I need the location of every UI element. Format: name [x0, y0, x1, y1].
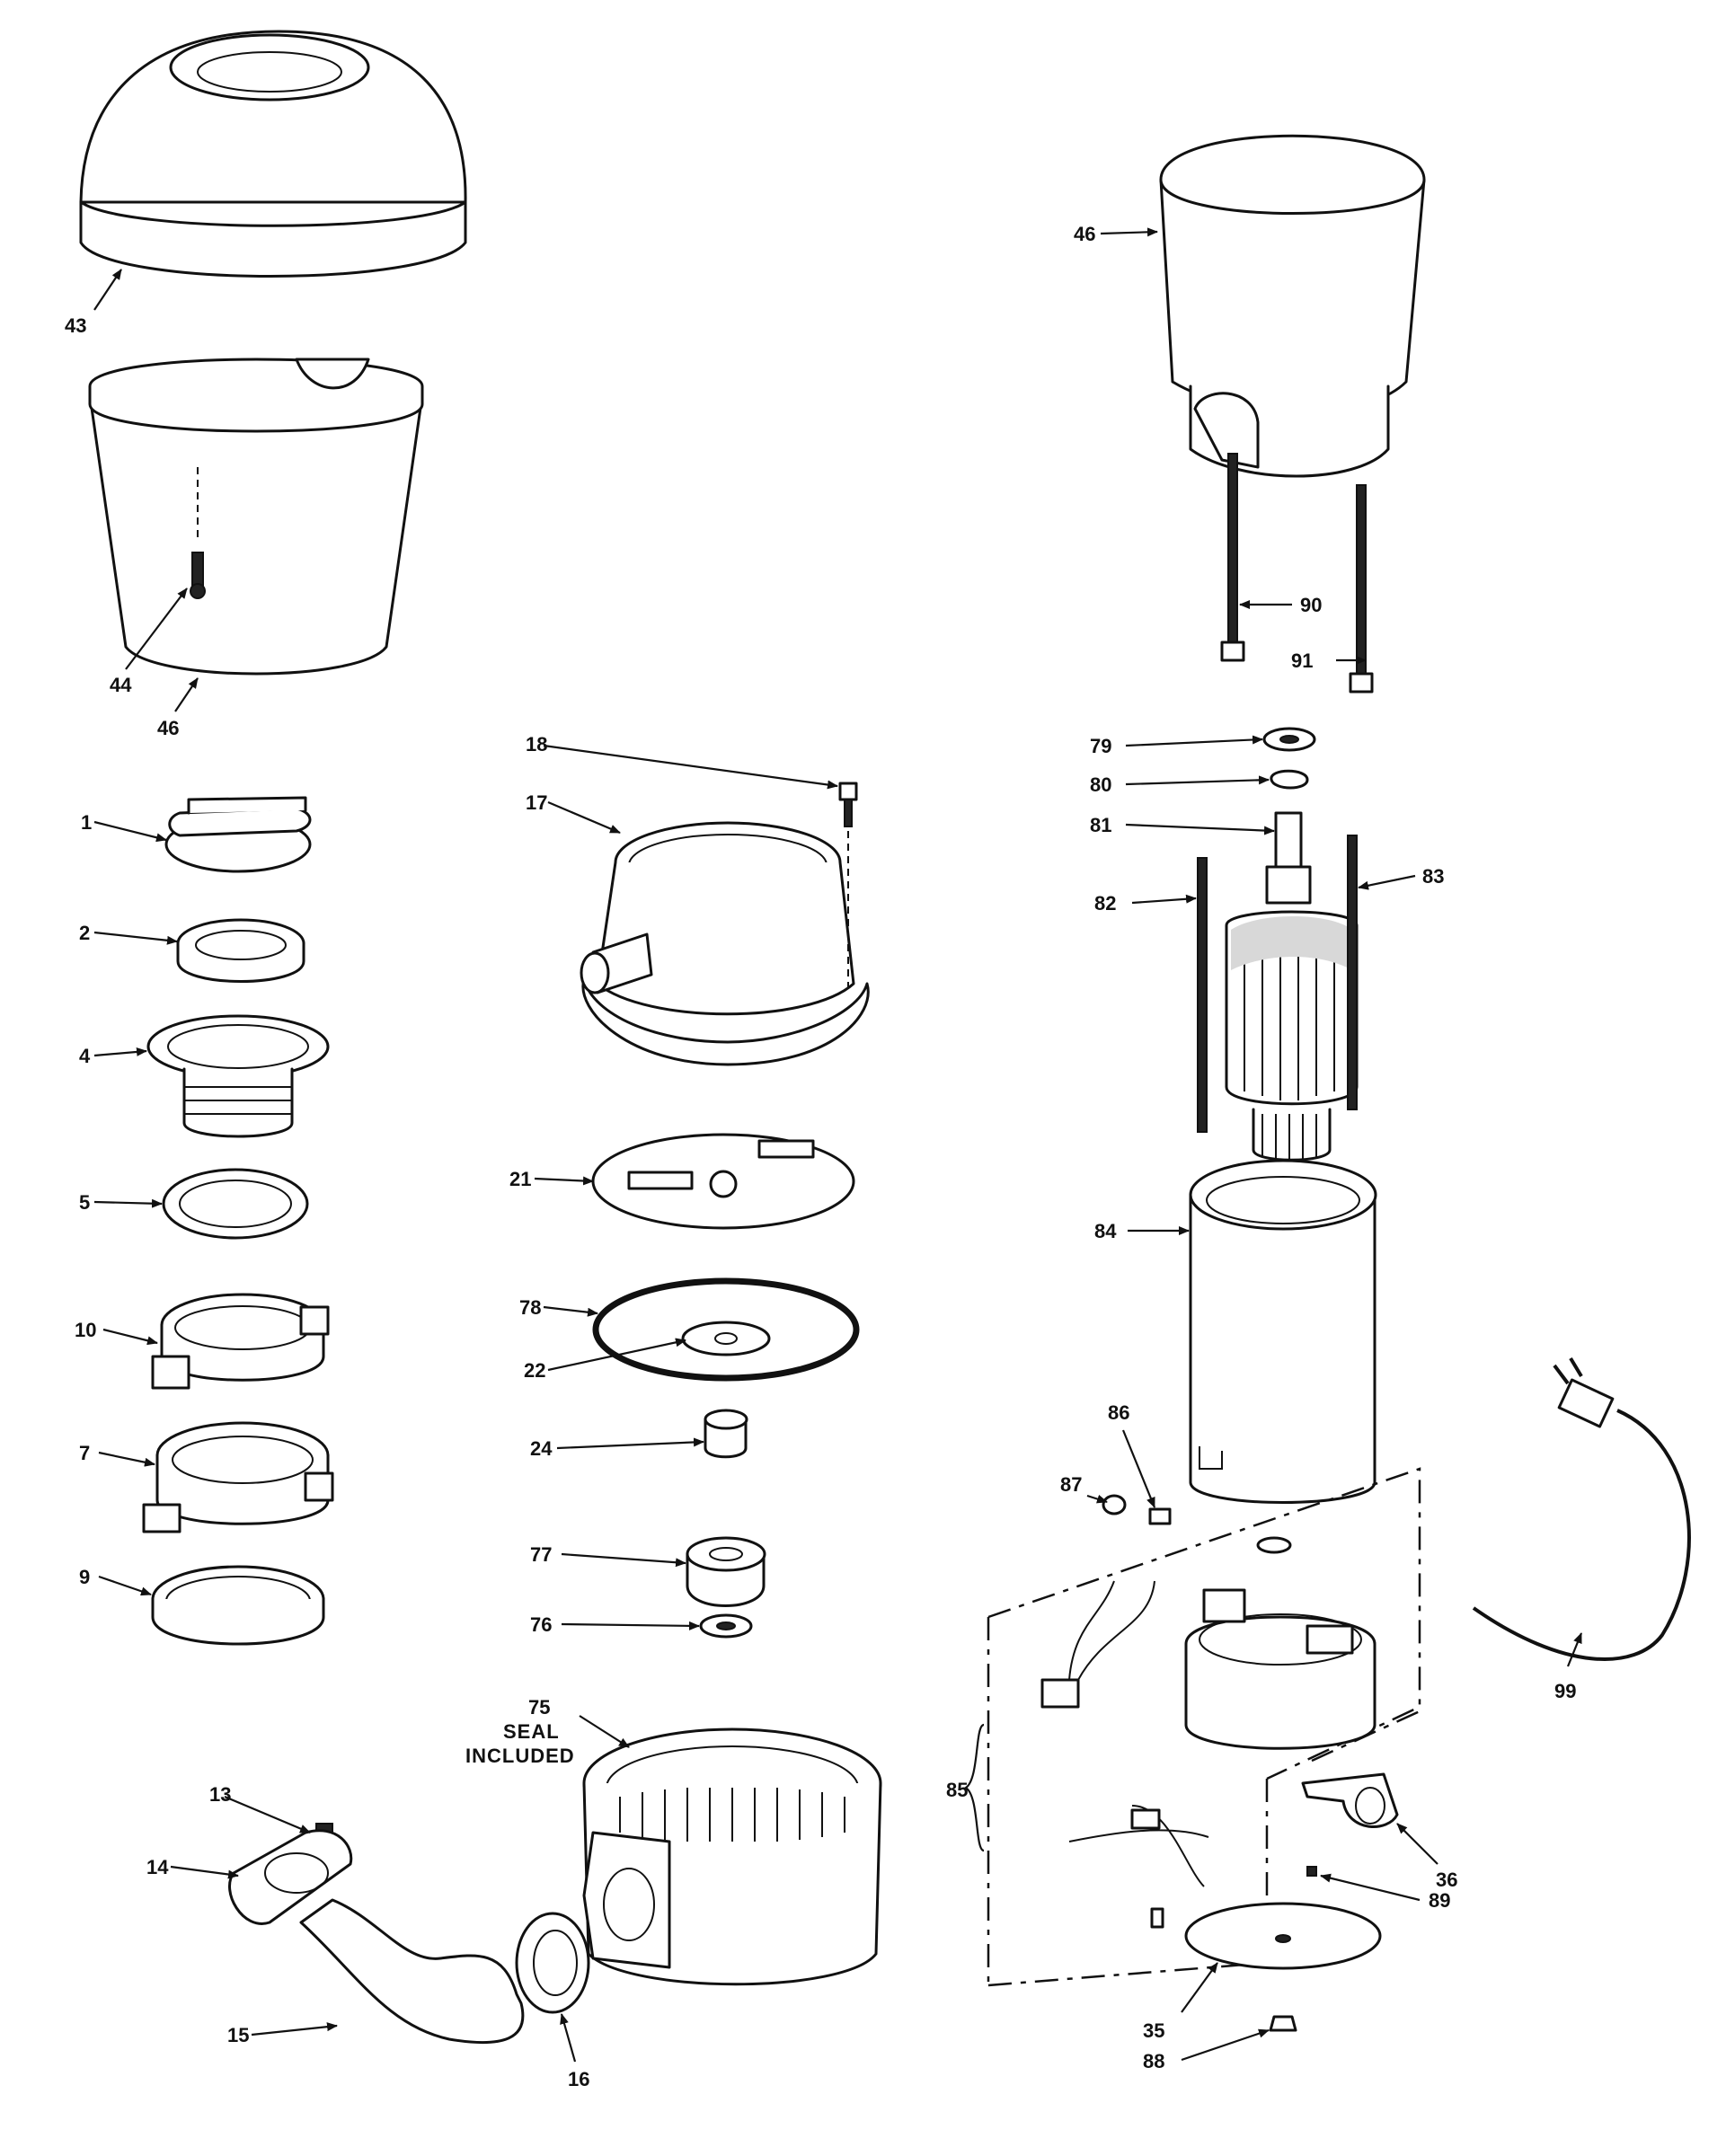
part-14-flange: [228, 1829, 353, 1925]
part-43-cover: [79, 30, 467, 278]
label-89: 89: [1429, 1889, 1450, 1912]
part-83-rod: [1347, 835, 1358, 1110]
part-36-bracket: [1301, 1772, 1399, 1828]
part-16-gasket: [515, 1912, 590, 2014]
part-24-sleeve: [704, 1409, 748, 1459]
part-87-nut: [1102, 1494, 1127, 1515]
part-10-mounting-ring: [151, 1293, 330, 1390]
label-76: 76: [530, 1613, 552, 1636]
label-15: 15: [227, 2024, 249, 2046]
part-99-power-cord: [1472, 1356, 1691, 1662]
label-44: 44: [110, 674, 132, 696]
label-35: 35: [1143, 2019, 1164, 2042]
label-16: 16: [568, 2068, 589, 2090]
part-15-discharge-tube: [299, 1898, 525, 2045]
label-36: 36: [1436, 1869, 1457, 1891]
label-99: 99: [1554, 1680, 1576, 1702]
label-17: 17: [526, 791, 547, 814]
label-46-right: 46: [1074, 223, 1095, 245]
label-84: 84: [1094, 1220, 1117, 1242]
part-85-switch-assembly: [987, 1467, 1421, 1987]
label-75: 75: [528, 1696, 550, 1719]
label-83: 83: [1422, 865, 1444, 888]
part-78-ring-seal: [592, 1277, 860, 1382]
leader-lines: [93, 227, 1583, 2063]
part-22-washer: [681, 1321, 771, 1356]
part-46-shell-right: [1159, 134, 1426, 478]
part-79-washer: [1262, 727, 1316, 752]
part-91-bolt: [1349, 484, 1374, 694]
label-78: 78: [519, 1296, 541, 1319]
label-5: 5: [79, 1191, 90, 1214]
label-24: 24: [530, 1437, 553, 1460]
label-1: 1: [81, 811, 92, 834]
part-5-gasket: [162, 1168, 309, 1240]
part-86-nut: [1148, 1507, 1172, 1525]
part-75-lower-housing: [582, 1727, 882, 1986]
label-9: 9: [79, 1566, 90, 1588]
label-18: 18: [526, 733, 547, 755]
part-82-rod: [1197, 857, 1208, 1133]
label-90: 90: [1300, 594, 1322, 616]
part-screw-lower: [1150, 1907, 1164, 1929]
part-21-grind-plate: [591, 1133, 855, 1230]
part-46-shell-left: [88, 358, 424, 676]
part-84-motor-shell: [1189, 1159, 1377, 1504]
note-included: INCLUDED: [465, 1745, 575, 1767]
part-88-nut: [1269, 2015, 1297, 2032]
label-22: 22: [524, 1359, 545, 1382]
part-81-armature: [1225, 811, 1359, 1192]
label-80: 80: [1090, 773, 1111, 796]
note-seal: SEAL: [503, 1720, 560, 1743]
part-89-screw: [1306, 1866, 1317, 1877]
label-14: 14: [146, 1856, 169, 1878]
part-17-upper-housing: [580, 821, 870, 1066]
part-4-sink-flange: [146, 1014, 330, 1138]
part-90-bolt: [1220, 453, 1245, 662]
part-2-baffle: [176, 918, 305, 983]
label-79: 79: [1090, 735, 1111, 757]
label-46-left: 46: [157, 717, 179, 739]
part-77-bearing: [686, 1536, 766, 1607]
part-18-bolt: [838, 782, 858, 988]
label-81: 81: [1090, 814, 1111, 836]
part-number-labels: 43 44 46 1 2 4 5 10 7 9 13 14 15 16 18 1…: [65, 223, 1576, 2090]
label-4: 4: [79, 1045, 91, 1067]
part-7-mounting-assembly: [142, 1421, 334, 1533]
label-10: 10: [75, 1319, 96, 1341]
label-91: 91: [1291, 649, 1313, 672]
label-43: 43: [65, 314, 86, 337]
label-21: 21: [509, 1168, 531, 1190]
part-76-washer: [699, 1613, 753, 1639]
label-87: 87: [1060, 1473, 1082, 1496]
part-80-retaining-ring: [1270, 769, 1309, 790]
label-86: 86: [1108, 1401, 1129, 1424]
part-9-lower-ring: [151, 1565, 325, 1646]
label-77: 77: [530, 1543, 552, 1566]
label-88: 88: [1143, 2050, 1164, 2072]
part-1-stopper: [164, 796, 312, 873]
label-2: 2: [79, 922, 90, 944]
part-35-bottom-plate: [1184, 1902, 1382, 1970]
label-85: 85: [946, 1779, 968, 1801]
label-82: 82: [1094, 892, 1116, 915]
label-7: 7: [79, 1442, 90, 1464]
label-13: 13: [209, 1783, 231, 1806]
